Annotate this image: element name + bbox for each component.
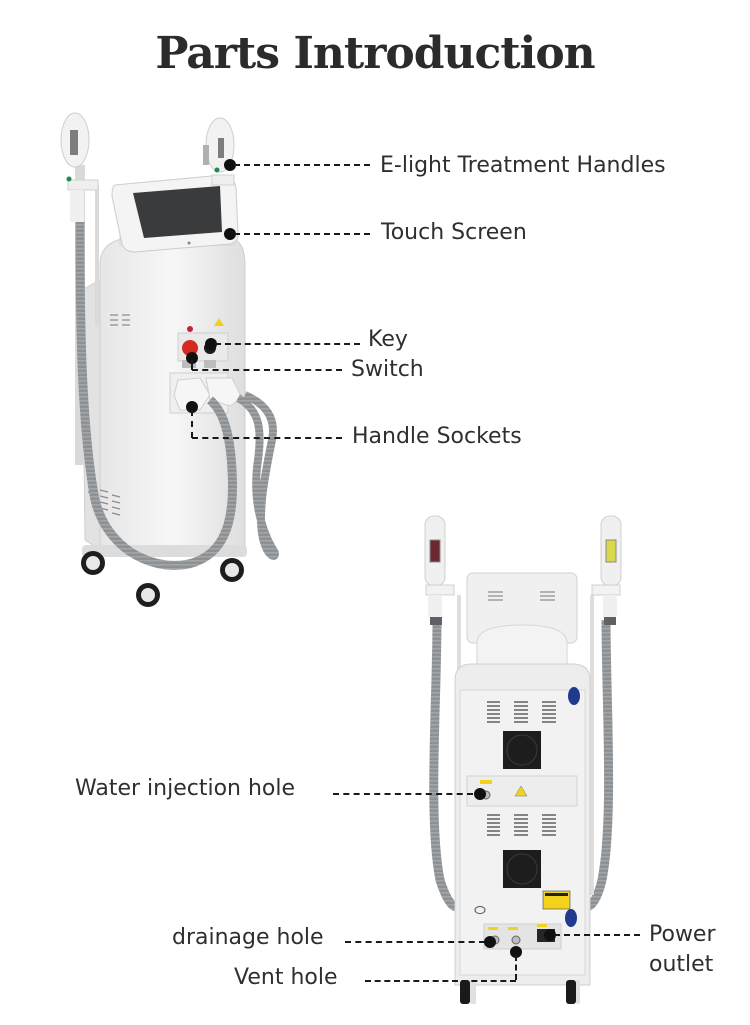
vent-marker [510, 946, 522, 958]
callout-label-drainage-hole: drainage hole [172, 925, 324, 950]
callout-label-power-outlet-line2: outlet [649, 952, 714, 977]
key-marker [205, 338, 217, 350]
screen-leader-line [234, 233, 370, 235]
page-title: Parts Introduction [155, 28, 595, 79]
vent-leader-vertical [515, 955, 517, 980]
callout-label-treatment-handles: E-light Treatment Handles [380, 153, 666, 178]
callout-label-power-outlet-line1: Power [649, 922, 716, 947]
key-leader-line [215, 343, 360, 345]
callout-label-key: Key [368, 327, 408, 352]
power-leader-line [554, 934, 640, 936]
water-marker [474, 788, 486, 800]
handles-leader-line [234, 164, 370, 166]
screen-marker [224, 228, 236, 240]
drainage-marker [484, 936, 496, 948]
sockets-leader-vertical [191, 410, 193, 438]
switch-leader-vertical [191, 360, 193, 370]
power-marker [544, 929, 556, 941]
switch-leader-line [192, 369, 342, 371]
sockets-marker [186, 401, 198, 413]
vent-leader-line [365, 980, 516, 982]
handles-marker [224, 159, 236, 171]
callout-label-touch-screen: Touch Screen [381, 220, 527, 245]
front-machine-illustration [60, 112, 279, 607]
callout-label-vent-hole: Vent hole [234, 965, 338, 990]
callout-label-water-injection-hole: Water injection hole [75, 776, 296, 801]
drainage-leader-line [345, 941, 485, 943]
callout-label-handle-sockets: Handle Sockets [352, 424, 522, 449]
switch-marker [186, 352, 198, 364]
water-leader-line [333, 793, 473, 795]
callout-label-switch: Switch [351, 357, 424, 382]
sockets-leader-line [192, 437, 342, 439]
back-machine-illustration [424, 515, 622, 1004]
